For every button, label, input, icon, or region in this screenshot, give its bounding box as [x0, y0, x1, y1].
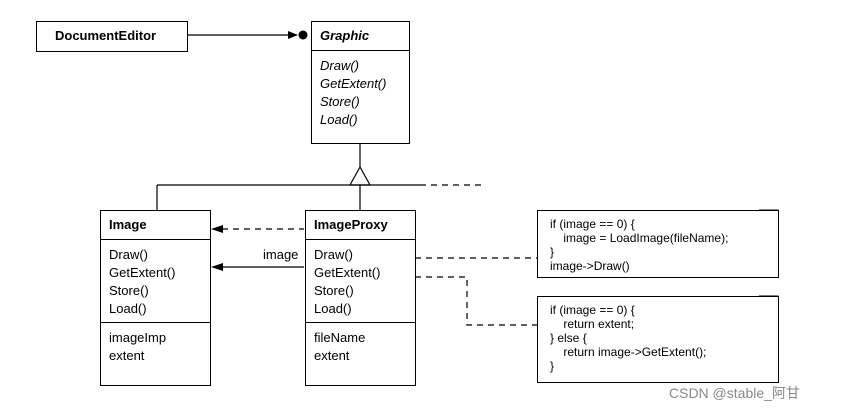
image-proxy-attr-filename: fileName [314, 330, 366, 345]
image-op-getextent: GetExtent() [109, 265, 176, 280]
image-operations: Draw() GetExtent() Store() Load() [101, 240, 210, 322]
image-attributes: imageImp extent [101, 322, 210, 369]
image-proxy-op-store: Store() [314, 283, 354, 298]
image-op-store: Store() [109, 283, 149, 298]
image-attr-extent: extent [109, 348, 145, 363]
association-arrowhead [211, 263, 223, 271]
graphic-operations: Draw() GetExtent() Store() Load() [312, 51, 409, 133]
document-editor-class: DocumentEditor [36, 21, 188, 52]
image-proxy-name: ImageProxy [306, 211, 415, 240]
graphic-name: Graphic [312, 22, 409, 51]
document-editor-name: DocumentEditor [55, 28, 157, 43]
image-op-draw: Draw() [109, 247, 148, 262]
image-proxy-class: ImageProxy Draw() GetExtent() Store() Lo… [305, 210, 416, 386]
image-proxy-attributes: fileName extent [306, 322, 415, 369]
image-op-load: Load() [109, 301, 147, 316]
image-proxy-operations: Draw() GetExtent() Store() Load() [306, 240, 415, 322]
aggregation-arrowhead [288, 31, 298, 39]
graphic-op-draw: Draw() [320, 58, 359, 73]
note-connector-getextent [404, 276, 537, 326]
image-proxy-op-getextent: GetExtent() [314, 265, 381, 280]
image-name: Image [101, 211, 210, 240]
image-proxy-op-draw: Draw() [314, 247, 353, 262]
association-label: image [263, 247, 299, 262]
note-draw: if (image == 0) { image = LoadImage(file… [537, 210, 779, 278]
image-class: Image Draw() GetExtent() Store() Load() … [100, 210, 211, 386]
aggregation-dot [298, 30, 308, 40]
note-getextent: if (image == 0) { return extent; } else … [537, 296, 779, 383]
graphic-op-load: Load() [320, 112, 358, 127]
graphic-op-store: Store() [320, 94, 360, 109]
graphic-class: Graphic Draw() GetExtent() Store() Load(… [311, 21, 410, 144]
image-proxy-op-load: Load() [314, 301, 352, 316]
image-proxy-attr-extent: extent [314, 348, 350, 363]
watermark: CSDN @stable_阿甘 [669, 385, 800, 401]
image-attr-imageimp: imageImp [109, 330, 167, 345]
dependency-arrowhead [211, 225, 223, 233]
inheritance-triangle [348, 165, 372, 186]
graphic-op-getextent: GetExtent() [320, 76, 387, 91]
